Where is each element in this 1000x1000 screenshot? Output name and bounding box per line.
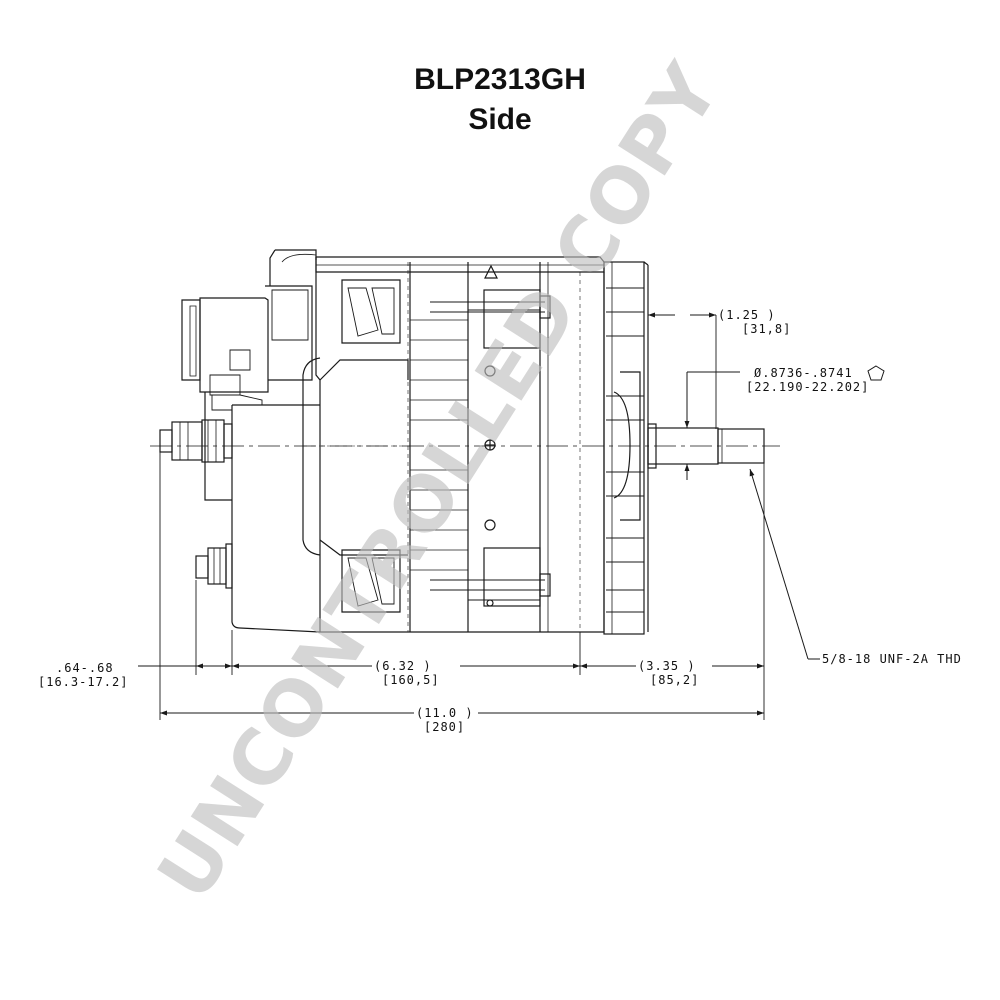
view-label: Side xyxy=(468,103,532,136)
pulley-length-inch: (1.25 ) xyxy=(718,308,776,322)
regulator-housing xyxy=(181,249,317,501)
shaft-extension-inch: (3.35 ) xyxy=(638,659,696,673)
body-length-inch: (6.32 ) xyxy=(374,659,432,673)
ground-terminal-stud xyxy=(195,543,233,589)
shaft-diameter-mm: [22.190-22.202] xyxy=(746,380,869,394)
pulley-length-mm: [31,8] xyxy=(742,322,791,336)
uncontrolled-copy-watermark: UNCONTROLLED COPY xyxy=(140,48,737,915)
body-length-mm: [160,5] xyxy=(382,673,440,687)
shaft-diameter-inch: Ø.8736-.8741 xyxy=(754,366,853,380)
pentagon-datum-icon xyxy=(867,365,885,381)
overall-length-inch: (11.0 ) xyxy=(416,706,474,720)
alternator-body xyxy=(231,256,605,633)
terminal-offset-inch: .64-.68 xyxy=(56,661,114,675)
shaft-extension-mm: [85,2] xyxy=(650,673,699,687)
thread-callout: 5/8-18 UNF-2A THD xyxy=(822,652,962,666)
overall-length-mm: [280] xyxy=(424,720,465,734)
cooling-fan xyxy=(603,261,719,635)
output-terminal-stud xyxy=(159,419,233,463)
terminal-offset-mm: [16.3-17.2] xyxy=(38,675,128,689)
dimension-lines xyxy=(138,312,820,716)
part-number-title: BLP2313GH xyxy=(414,63,586,96)
hidden-lines xyxy=(303,262,581,632)
